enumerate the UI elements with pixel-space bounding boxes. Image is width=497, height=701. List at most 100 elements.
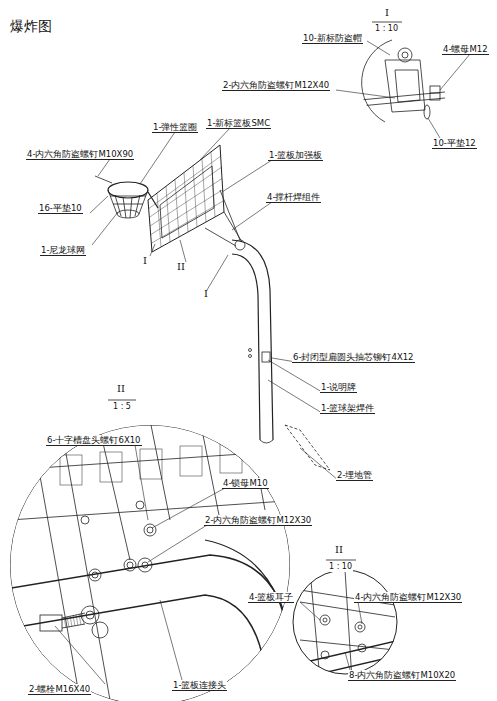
drawing-line	[95, 176, 112, 183]
detail-marker: II	[116, 384, 126, 394]
drawing-line	[150, 179, 222, 227]
drawing-circle	[323, 618, 327, 622]
part-label: 6-封闭型扁圆头抽芯铆钉4X12	[292, 352, 415, 363]
detail-marker: II	[334, 545, 344, 555]
part-label: 1-篮板连接头	[172, 680, 227, 691]
part-label: 1-篮板加强板	[268, 150, 323, 161]
drawing-path	[260, 440, 273, 443]
drawing-line	[360, 98, 445, 106]
drawing-line	[326, 560, 356, 561]
drawing-path	[385, 60, 425, 112]
part-label: 1-尼龙球网	[40, 245, 86, 256]
part-label: 4-内六角防盗螺钉M12X30	[354, 592, 462, 603]
drawing-path	[92, 212, 118, 245]
drawing-circle	[138, 558, 152, 572]
drawing-path	[232, 240, 273, 440]
scale-text: 1 : 10	[328, 562, 353, 572]
part-label: 2-内六角防盗螺钉M12X30	[204, 515, 312, 526]
drawing-path	[300, 448, 338, 480]
part-label: 16-平垫10	[38, 203, 83, 214]
part-label: 10-新标防盗帽	[302, 33, 363, 44]
drawing-path	[336, 90, 395, 98]
drawing-line	[151, 190, 223, 235]
part-label: 1-弹性篮圈	[152, 122, 198, 133]
drawing-path	[140, 132, 175, 184]
drawing-circle	[249, 349, 252, 352]
drawing-g	[293, 570, 400, 680]
drawing-path	[440, 54, 470, 90]
drawing-path	[285, 425, 330, 470]
drawing-path	[268, 360, 322, 392]
part-label: 1-说明牌	[320, 382, 357, 393]
drawing-line	[430, 93, 440, 94]
drawing-circle	[321, 651, 329, 659]
drawing-line	[64, 617, 66, 628]
drawing-rect	[140, 449, 162, 479]
drawing-circle	[127, 562, 133, 568]
part-label: 4-撑杆焊组件	[266, 192, 321, 203]
part-label: 2-埋地管	[336, 470, 373, 481]
part-label: 4-螺母M12	[442, 44, 489, 55]
drawing-g	[60, 443, 242, 485]
drawing-circle	[355, 622, 365, 632]
drawing-rect	[220, 443, 242, 473]
drawing-path	[160, 166, 214, 238]
drawing-rect	[180, 446, 202, 476]
drawing-path	[0, 595, 265, 701]
drawing-path	[160, 600, 182, 680]
drawing-g	[0, 420, 300, 701]
drawing-path	[200, 128, 230, 160]
drawing-path	[395, 70, 420, 102]
part-label: 2-螺栓M16X40	[28, 684, 91, 695]
drawing-circle	[249, 355, 252, 358]
drawing-path	[300, 602, 320, 620]
drawing-path	[90, 196, 108, 213]
drawing-g	[360, 48, 445, 112]
part-label: 8-内六角防盗螺钉M10X20	[348, 670, 456, 681]
part-label: 4-内六角防盗螺钉M10X90	[26, 149, 134, 160]
drawing-line	[67, 616, 69, 627]
part-label: 10-平垫12	[432, 138, 477, 149]
drawing-circle	[92, 622, 108, 638]
drawing-rect	[40, 615, 62, 631]
drawing-path	[110, 196, 146, 204]
drawing-path	[345, 652, 350, 670]
drawing-path	[268, 380, 322, 413]
drawing-path	[135, 445, 148, 520]
drawing-path	[55, 626, 105, 684]
drawing-line	[149, 167, 221, 217]
drawing-circle	[10, 425, 290, 701]
drawing-path	[205, 540, 291, 700]
part-label: 1-篮球架焊件	[320, 403, 375, 414]
drawing-circle	[81, 516, 89, 524]
drawing-path	[148, 145, 224, 252]
drawing-path	[148, 192, 158, 208]
drawing-circle	[358, 625, 362, 629]
drawing-path	[150, 240, 228, 290]
drawing-line	[70, 616, 72, 627]
drawing-g	[55, 41, 470, 684]
drawing-rect	[430, 86, 440, 100]
part-label: 2-内六角防盗螺钉M12X40	[222, 80, 330, 91]
drawing-g	[64, 613, 84, 628]
drawing-line	[76, 615, 78, 626]
detail-marker: I	[203, 289, 209, 299]
part-label: 6-十字槽盘头螺钉6X10	[46, 435, 142, 446]
drawing-circle	[86, 611, 94, 619]
drawing-line	[149, 156, 221, 209]
drawing-path	[358, 602, 362, 624]
drawing-rect	[60, 455, 82, 485]
drawing-line	[73, 615, 75, 626]
drawing-circle	[81, 606, 99, 624]
detail-marker: I	[384, 8, 390, 18]
drawing-path	[293, 640, 400, 665]
drawing-circle	[136, 501, 144, 509]
part-label: 4-篮板耳子	[248, 592, 294, 603]
drawing-circle	[320, 615, 330, 625]
drawing-path	[148, 525, 207, 562]
scale-text: 1 : 10	[374, 24, 399, 34]
drawing-title: 爆炸图	[10, 18, 52, 36]
drawing-path	[98, 159, 110, 176]
drawing-line	[108, 400, 136, 401]
drawing-circle	[142, 562, 148, 568]
